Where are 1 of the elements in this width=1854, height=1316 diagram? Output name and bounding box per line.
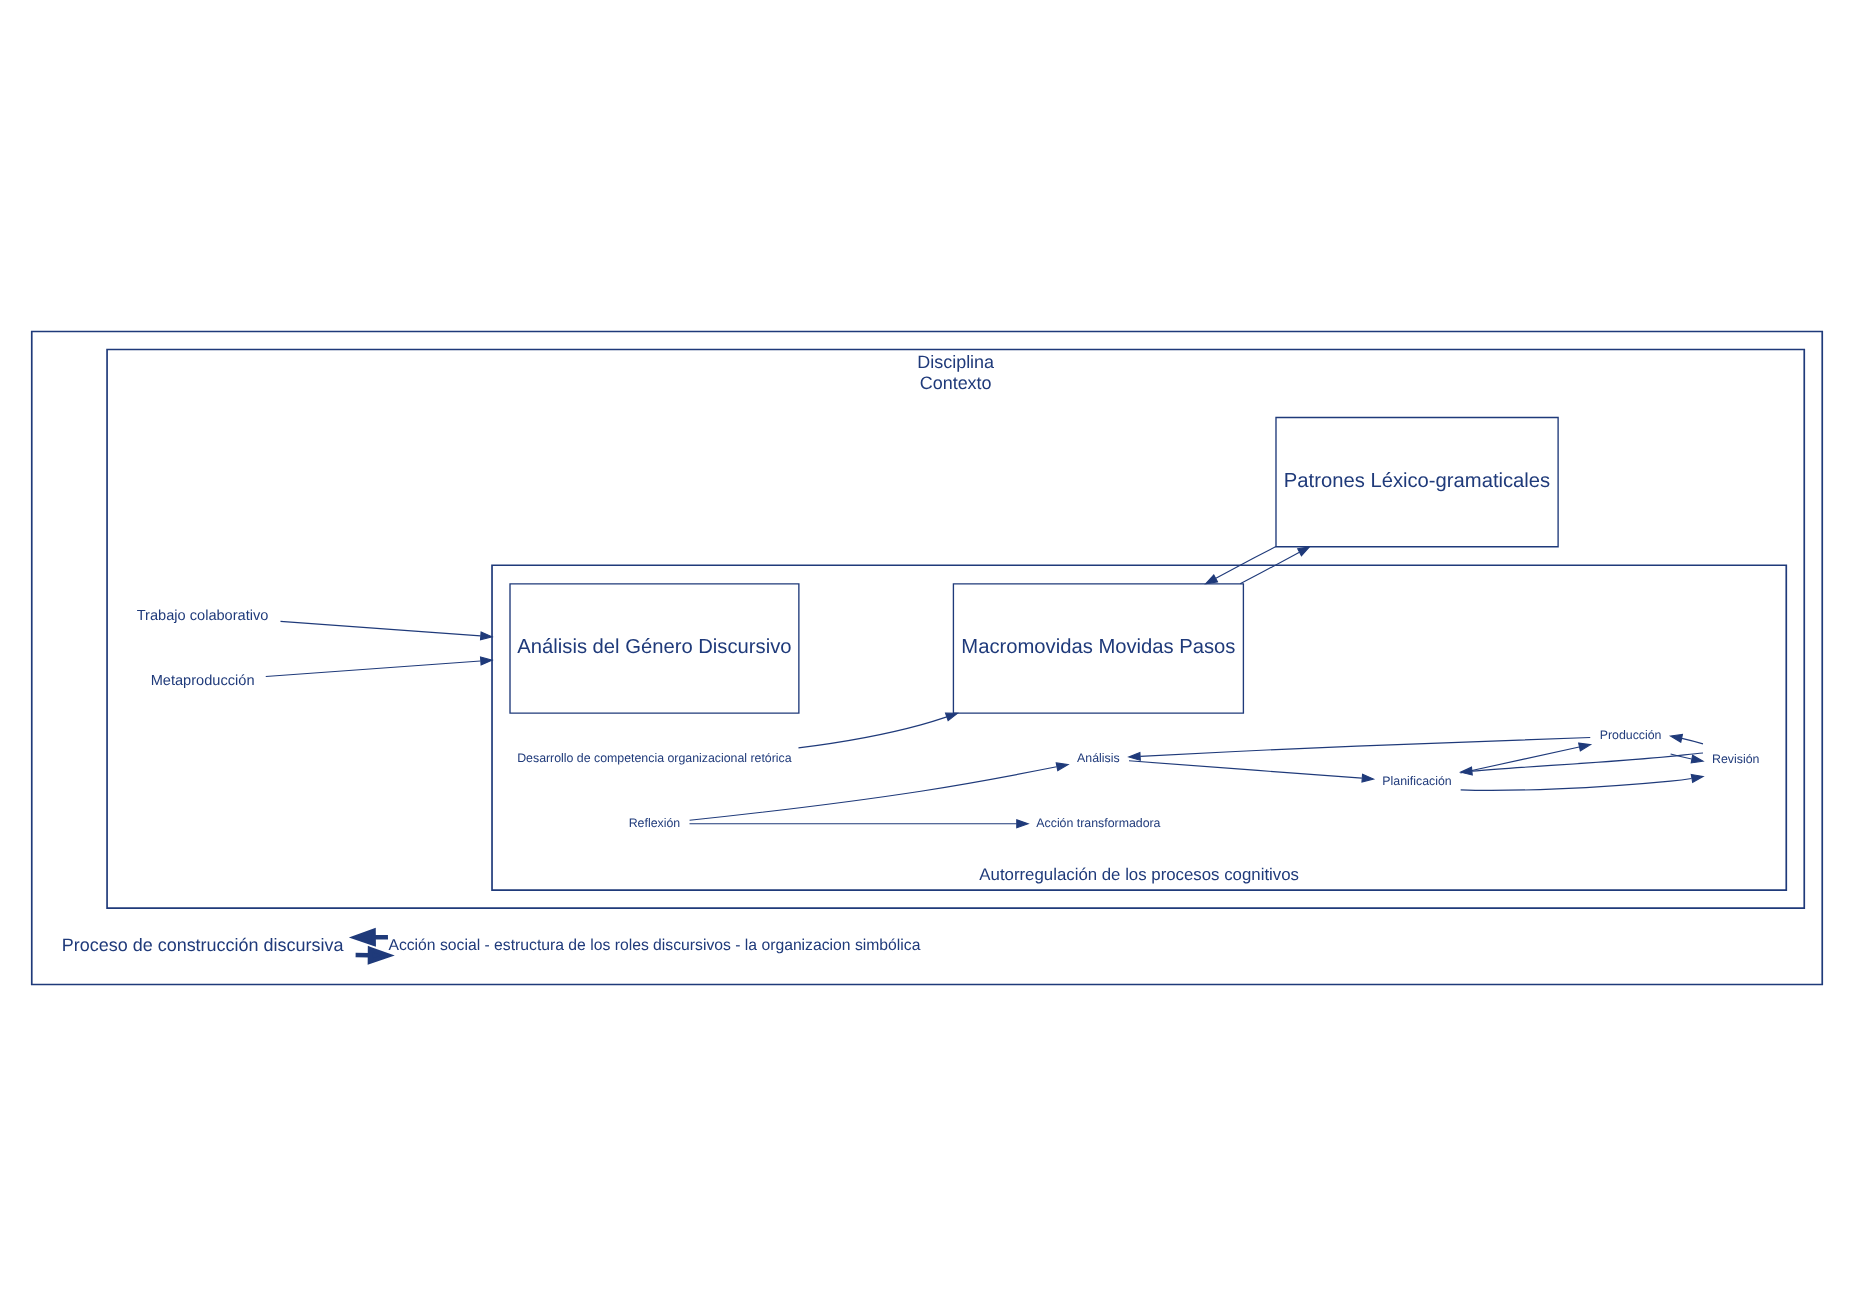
node-text: Proceso de construcción discursiva bbox=[61, 934, 344, 955]
